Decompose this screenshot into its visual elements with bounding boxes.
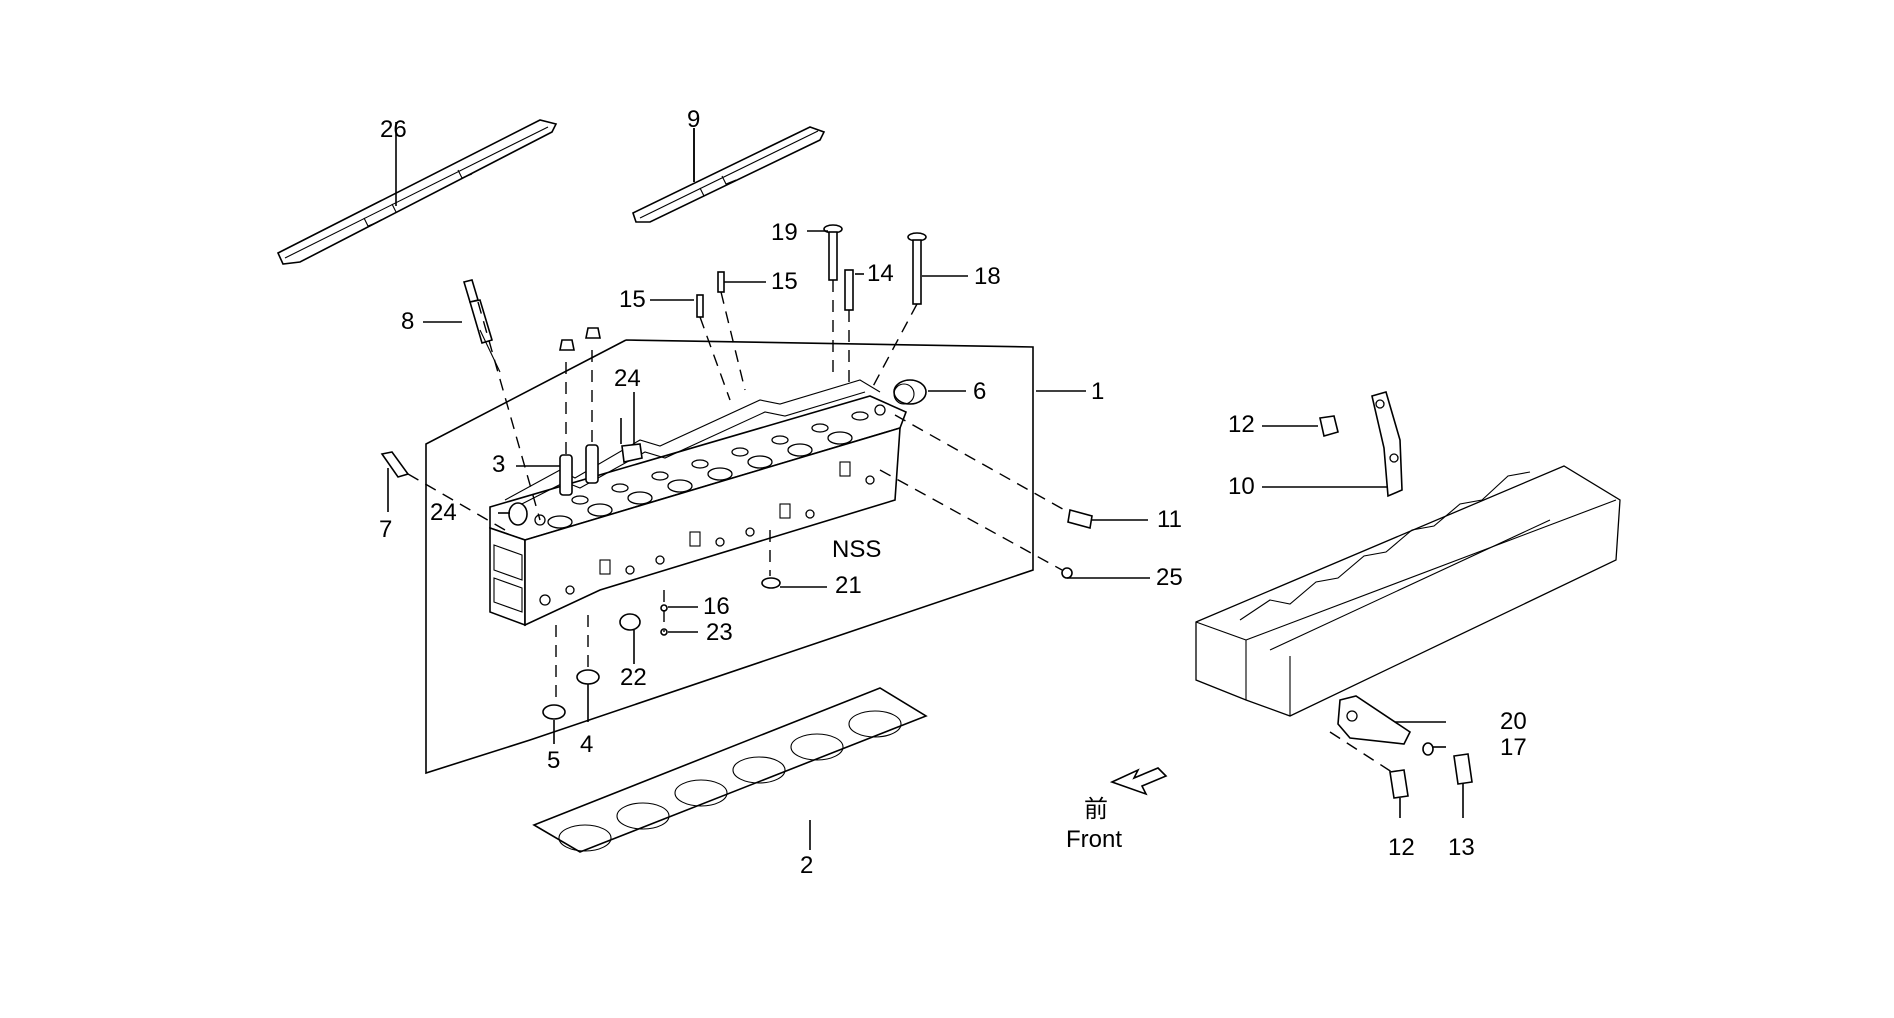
callout-13: 13	[1448, 834, 1475, 861]
bracket-10	[1371, 391, 1403, 498]
seal-ring-22	[619, 613, 641, 631]
callout-15-left: 15	[619, 286, 646, 313]
callout-19: 19	[771, 219, 798, 246]
assembly-bracket-outline	[425, 339, 1034, 775]
seal-21	[761, 577, 781, 589]
dowel-15-left	[696, 294, 704, 318]
gasket-strip-9	[632, 126, 826, 223]
callout-18: 18	[974, 263, 1001, 290]
seal-5	[542, 704, 566, 720]
callout-1: 1	[1091, 378, 1104, 405]
washer-17	[1422, 742, 1434, 756]
front-arrow-icon	[1109, 767, 1168, 796]
stud-14	[844, 269, 854, 311]
callout-22: 22	[620, 664, 647, 691]
bolt-18	[907, 232, 927, 305]
callout-5: 5	[547, 747, 560, 774]
callout-12-upper: 12	[1228, 411, 1255, 438]
bracket-20	[1337, 695, 1412, 745]
callout-4: 4	[580, 731, 593, 758]
dowel-15-right	[717, 271, 725, 293]
callout-9: 9	[687, 106, 700, 133]
dashed-guides	[407, 280, 1399, 777]
callout-26: 26	[380, 116, 407, 143]
callout-21: 21	[835, 572, 862, 599]
callout-17: 17	[1500, 734, 1527, 761]
callout-24-left: 24	[430, 499, 457, 526]
bolt-12-upper	[1319, 415, 1339, 438]
callout-2: 2	[800, 852, 813, 879]
callout-23: 23	[706, 619, 733, 646]
stud-11	[1067, 508, 1093, 530]
cylinder-head	[489, 379, 908, 627]
plug-24-top	[621, 443, 643, 463]
callout-14: 14	[867, 260, 894, 287]
callout-7: 7	[379, 516, 392, 543]
callout-16: 16	[703, 593, 730, 620]
bolt-12-lower	[1389, 769, 1409, 799]
glow-plug-8	[462, 279, 501, 373]
callout-3: 3	[492, 451, 505, 478]
intake-manifold	[1195, 465, 1621, 717]
bolt-19	[823, 224, 843, 281]
plug-24-left	[508, 502, 528, 526]
stud-7	[380, 451, 410, 478]
callout-15-right: 15	[771, 268, 798, 295]
front-label: Front	[1066, 826, 1122, 853]
leader-lines	[387, 122, 1464, 850]
callout-25: 25	[1156, 564, 1183, 591]
callout-labels: 26 9 19 14 18 15 15 8 24 6 1 3 24 7 11 N…	[379, 106, 1527, 879]
callout-6: 6	[973, 378, 986, 405]
plug-25	[1061, 567, 1073, 579]
callout-8: 8	[401, 308, 414, 335]
bolt-13	[1453, 753, 1473, 785]
head-gasket-2	[532, 687, 928, 853]
callout-24-top: 24	[614, 365, 641, 392]
callout-20: 20	[1500, 708, 1527, 735]
valve-guide-3	[559, 327, 601, 496]
callout-nss: NSS	[832, 536, 881, 563]
expansion-plug-6	[893, 379, 927, 405]
gasket-strip-26	[276, 119, 558, 265]
callout-12-lower: 12	[1388, 834, 1415, 861]
callout-10: 10	[1228, 473, 1255, 500]
front-kanji: 前	[1084, 796, 1108, 823]
seal-4	[576, 669, 600, 685]
callout-11: 11	[1157, 506, 1182, 533]
